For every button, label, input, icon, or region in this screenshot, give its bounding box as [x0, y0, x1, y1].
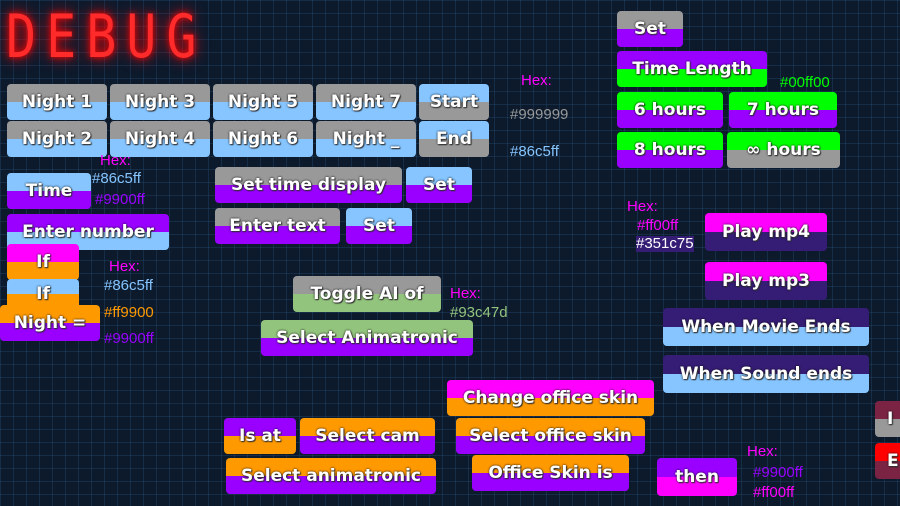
- button-label: When Movie Ends: [681, 317, 851, 337]
- hex-heading: Hex:: [109, 258, 140, 275]
- block-button-office-skin-is[interactable]: Office Skin is: [472, 455, 629, 491]
- button-label: Time: [25, 181, 73, 201]
- block-button-night-4[interactable]: Night 4: [110, 121, 210, 157]
- hex-value: #351c75: [636, 235, 694, 252]
- button-label: If: [36, 252, 50, 272]
- hex-value: #ff9900: [104, 304, 154, 321]
- block-button-select-cam[interactable]: Select cam: [300, 418, 435, 454]
- button-label: Night 5: [227, 92, 299, 112]
- button-label: Office Skin is: [488, 463, 613, 483]
- button-label: Night =: [13, 313, 87, 333]
- button-label: Change office skin: [462, 388, 639, 408]
- button-label: 6 hours: [633, 100, 707, 120]
- block-button-set[interactable]: Set: [346, 208, 412, 244]
- hex-value: #93c47d: [450, 304, 508, 321]
- hex-value: #86c5ff: [510, 143, 559, 160]
- block-button-if[interactable]: If: [7, 244, 79, 280]
- block-button-set[interactable]: Set: [617, 11, 683, 47]
- button-label: Select cam: [315, 426, 420, 446]
- block-button-night-6[interactable]: Night 6: [213, 121, 313, 157]
- block-button-night[interactable]: Night _: [316, 121, 416, 157]
- block-button-if[interactable]: If: [7, 279, 79, 309]
- button-label: Set time display: [230, 175, 387, 195]
- block-button-time-length[interactable]: Time Length: [617, 51, 767, 87]
- button-label: Time Length: [632, 59, 752, 79]
- block-button-end[interactable]: End: [419, 121, 489, 157]
- debug-title: DEBUG: [6, 2, 207, 72]
- button-label: Enter text: [229, 216, 326, 236]
- hex-value: #00ff00: [780, 74, 830, 91]
- button-label: Play mp4: [722, 222, 810, 242]
- block-button-play-mp3[interactable]: Play mp3: [705, 262, 827, 300]
- button-label: Set: [423, 175, 455, 195]
- block-button-is-at[interactable]: Is at: [224, 418, 296, 454]
- hex-heading: Hex:: [521, 72, 552, 89]
- block-button-night-3[interactable]: Night 3: [110, 84, 210, 120]
- button-label: Play mp3: [722, 271, 810, 291]
- block-button-start[interactable]: Start: [419, 84, 489, 120]
- block-button-when-movie-ends[interactable]: When Movie Ends: [663, 308, 869, 346]
- button-label: E: [887, 451, 899, 471]
- button-label: Set: [634, 19, 666, 39]
- button-label: 8 hours: [633, 140, 707, 160]
- button-label: then: [675, 467, 719, 487]
- button-label: End: [436, 129, 472, 149]
- button-label: Is at: [239, 426, 281, 446]
- block-button-night-7[interactable]: Night 7: [316, 84, 416, 120]
- button-label: When Sound ends: [679, 364, 853, 384]
- button-label: Night 6: [227, 129, 299, 149]
- block-button-e[interactable]: E: [875, 443, 900, 479]
- block-button-toggle-ai-of[interactable]: Toggle AI of: [293, 276, 441, 312]
- block-button-night-5[interactable]: Night 5: [213, 84, 313, 120]
- block-button-select-animatronic[interactable]: Select Animatronic: [261, 320, 473, 356]
- block-button-night-1[interactable]: Night 1: [7, 84, 107, 120]
- block-button-7-hours[interactable]: 7 hours: [729, 92, 837, 128]
- button-label: Select office skin: [469, 426, 632, 446]
- hex-value: #86c5ff: [104, 277, 153, 294]
- block-button-change-office-skin[interactable]: Change office skin: [447, 380, 654, 416]
- hex-heading: Hex:: [627, 198, 658, 215]
- button-label: Toggle AI of: [310, 284, 424, 304]
- block-button-play-mp4[interactable]: Play mp4: [705, 213, 827, 251]
- button-label: Start: [429, 92, 479, 112]
- hex-value: #9900ff: [95, 191, 145, 208]
- block-button-enter-text[interactable]: Enter text: [215, 208, 340, 244]
- block-button-set-time-display[interactable]: Set time display: [215, 167, 402, 203]
- block-button-select-animatronic[interactable]: Select animatronic: [226, 458, 436, 494]
- hex-heading: Hex:: [450, 285, 481, 302]
- button-label: If: [36, 284, 50, 304]
- hex-value: #999999: [510, 106, 569, 123]
- block-button-i[interactable]: I: [875, 401, 900, 437]
- block-button-then[interactable]: then: [657, 458, 737, 496]
- block-button-when-sound-ends[interactable]: When Sound ends: [663, 355, 869, 393]
- button-label: I: [887, 409, 894, 429]
- hex-heading: Hex:: [100, 152, 131, 169]
- button-label: Set: [363, 216, 395, 236]
- button-label: Enter number: [22, 222, 154, 242]
- hex-value: #ff00ff: [753, 484, 795, 501]
- button-label: Night 4: [124, 129, 196, 149]
- hex-value: #86c5ff: [92, 170, 141, 187]
- block-button-night-2[interactable]: Night 2: [7, 121, 107, 157]
- button-label: Select animatronic: [240, 466, 422, 486]
- block-button-select-office-skin[interactable]: Select office skin: [456, 418, 645, 454]
- button-label: Night 3: [124, 92, 196, 112]
- block-button-6-hours[interactable]: 6 hours: [617, 92, 723, 128]
- button-label: Night _: [332, 129, 400, 149]
- block-button-night[interactable]: Night =: [0, 305, 100, 341]
- block-button-set[interactable]: Set: [406, 167, 472, 203]
- button-label: 7 hours: [746, 100, 820, 120]
- button-label: Night 1: [21, 92, 93, 112]
- button-label: ∞ hours: [746, 140, 821, 160]
- block-button-8-hours[interactable]: 8 hours: [617, 132, 723, 168]
- button-label: Night 2: [21, 129, 93, 149]
- hex-heading: Hex:: [747, 443, 778, 460]
- block-button--hours[interactable]: ∞ hours: [727, 132, 840, 168]
- block-button-time[interactable]: Time: [7, 173, 91, 209]
- hex-value: #9900ff: [104, 330, 154, 347]
- button-label: Select Animatronic: [276, 328, 458, 348]
- hex-value: #ff00ff: [637, 217, 679, 234]
- button-label: Night 7: [330, 92, 402, 112]
- hex-value: #9900ff: [753, 464, 803, 481]
